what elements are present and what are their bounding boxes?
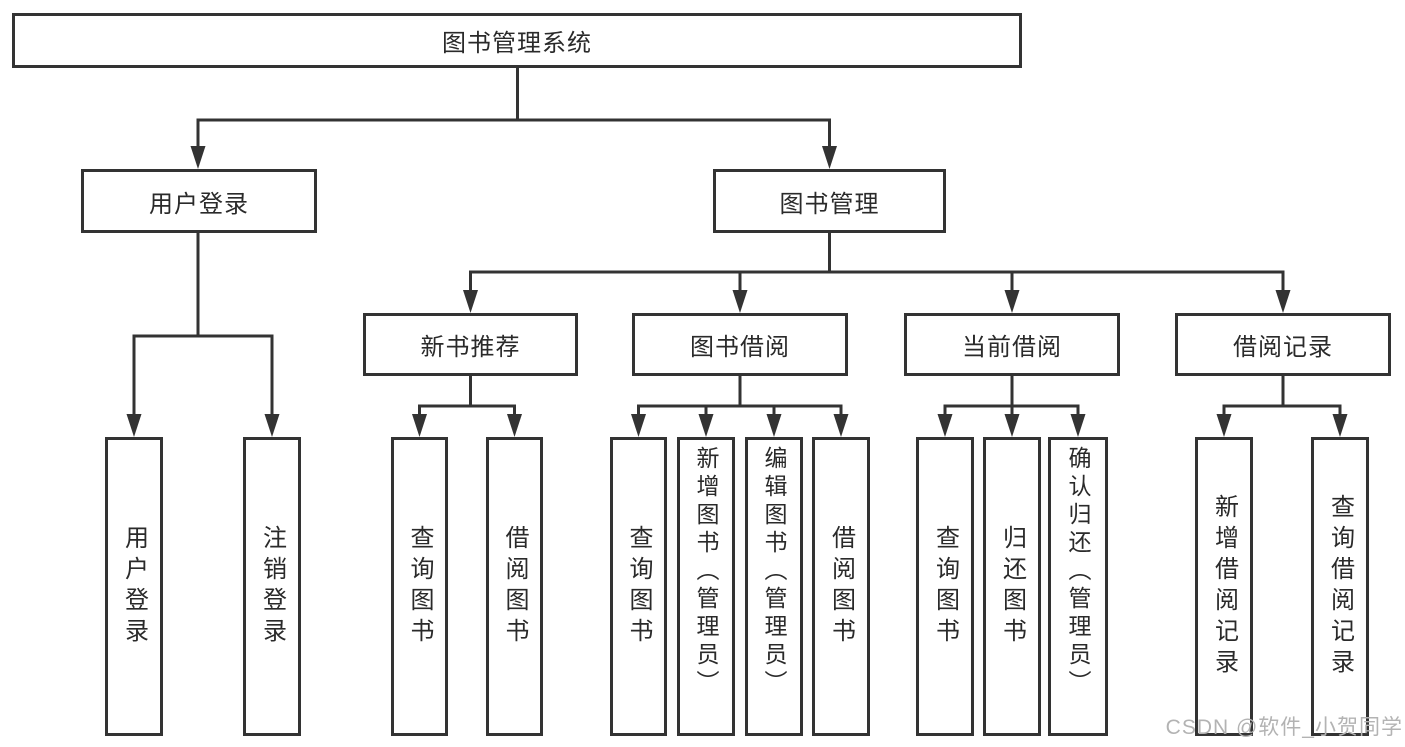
leaf-record-add: 新增借阅记录 [1195, 437, 1253, 736]
leaf-newbook-query: 查询图书 [391, 437, 448, 736]
leaf-record-query: 查询借阅记录 [1311, 437, 1369, 736]
leaf-user-login: 用户登录 [105, 437, 163, 736]
node-current-borrow: 当前借阅 [904, 313, 1120, 376]
node-book-manage: 图书管理 [713, 169, 946, 233]
arrowheads [126, 146, 1348, 437]
leaf-newbook-borrow: 借阅图书 [486, 437, 543, 736]
leaf-logout: 注销登录 [243, 437, 301, 736]
csdn-watermark: CSDN @软件_小贺同学 [1165, 716, 1403, 739]
node-borrow-record: 借阅记录 [1175, 313, 1391, 376]
leaf-current-confirm-admin: 确认归还（管理员） [1048, 437, 1108, 736]
node-root: 图书管理系统 [12, 13, 1022, 68]
leaf-current-return: 归还图书 [983, 437, 1041, 736]
node-user-login: 用户登录 [81, 169, 317, 233]
leaf-borrow-borrow: 借阅图书 [812, 437, 870, 736]
node-book-borrow: 图书借阅 [632, 313, 848, 376]
node-new-book: 新书推荐 [363, 313, 578, 376]
leaf-borrow-edit-admin: 编辑图书（管理员） [745, 437, 803, 736]
leaf-borrow-add-admin: 新增图书（管理员） [677, 437, 735, 736]
leaf-current-query: 查询图书 [916, 437, 974, 736]
leaf-borrow-query: 查询图书 [610, 437, 667, 736]
